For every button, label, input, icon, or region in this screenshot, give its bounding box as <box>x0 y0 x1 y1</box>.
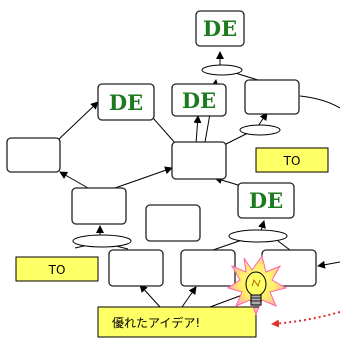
de-label: DE <box>182 88 216 113</box>
junction-ellipse <box>228 229 288 243</box>
junction-ellipse <box>239 124 281 136</box>
arrow-idea-to-box-b <box>181 286 197 308</box>
junction-ellipse <box>201 64 243 76</box>
node-right-upper <box>244 79 300 115</box>
node-de-right <box>237 182 295 219</box>
node-de-left <box>97 83 155 121</box>
node-mid-left <box>71 187 127 225</box>
idea-label: 優れたアイデア! <box>112 315 200 330</box>
junction-ellipse <box>72 234 132 248</box>
to-tag-left <box>15 256 99 282</box>
line-bottom-mid-to-ellipse <box>212 239 243 251</box>
curve-outgoing-right <box>299 95 340 109</box>
dotted-arrow-to-bulb <box>271 311 340 328</box>
junctions <box>72 64 288 248</box>
idea-box <box>97 306 257 338</box>
node-de-mid <box>171 83 227 117</box>
arrow-midleft-to-center <box>114 166 173 189</box>
to-label: TO <box>283 154 301 168</box>
arrow-ellipse-to-right-box <box>257 112 268 127</box>
line-bottom-right-to-ellipse <box>277 240 291 251</box>
arrow-left-to-de-left <box>57 101 99 141</box>
arrow-idea-to-box-a <box>139 284 161 308</box>
de-label: DE <box>203 16 237 41</box>
to-tag-right <box>255 147 329 173</box>
node-bottom-b <box>180 249 236 287</box>
nodes: DE DE DE TO DE TO 優れたアイデア! <box>6 10 329 338</box>
node-center-lower <box>145 204 201 242</box>
arrow-center-to-de-mid <box>193 115 202 145</box>
arrow-incoming-right <box>317 260 340 269</box>
node-center <box>171 141 227 180</box>
de-label: DE <box>249 188 283 213</box>
node-left <box>6 137 61 173</box>
lightbulb-icon <box>226 254 288 316</box>
de-label: DE <box>109 90 143 115</box>
node-bottom-a <box>108 249 164 287</box>
arrow-midleft-to-left <box>59 171 89 189</box>
node-de-top <box>195 10 245 47</box>
to-label: TO <box>48 263 66 277</box>
